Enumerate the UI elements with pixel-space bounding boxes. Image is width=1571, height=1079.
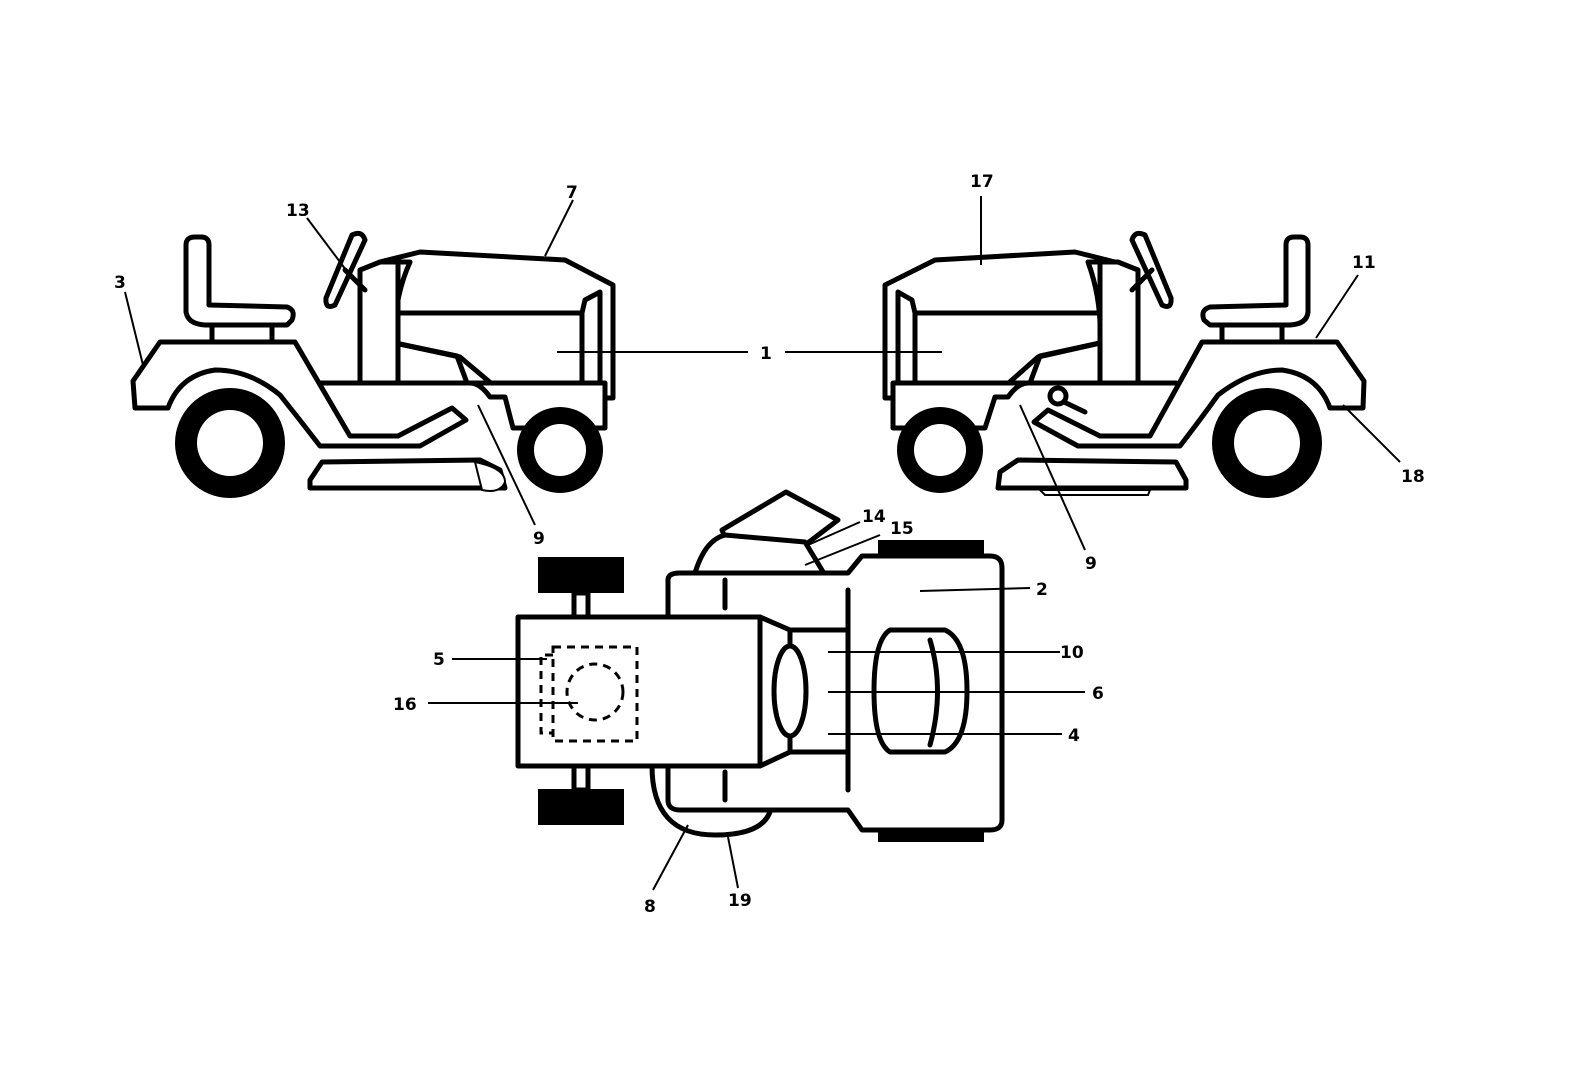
leader-3	[124, 291, 144, 366]
mower-deck-right	[995, 457, 1189, 491]
leader-9-right	[1019, 404, 1086, 551]
tractor-left-side-view	[130, 230, 616, 498]
leader-lines	[124, 196, 1401, 891]
callout-3: 3	[114, 273, 126, 293]
callout-8: 8	[644, 897, 656, 917]
engine-outline-dashed	[551, 645, 639, 743]
leader-18	[1342, 404, 1401, 463]
callout-4: 4	[1068, 726, 1080, 746]
leader-15	[804, 534, 881, 566]
rear-tire-top-1	[878, 540, 984, 556]
seat-left	[183, 234, 296, 328]
deck-chute-left	[473, 460, 507, 492]
callout-17: 17	[970, 172, 994, 192]
front-axle-stub-1	[571, 590, 591, 620]
rear-fender-right	[1031, 339, 1367, 449]
leader-9-left	[477, 404, 536, 526]
rear-wheel-hub-right	[1234, 410, 1300, 476]
callout-6: 6	[1092, 684, 1104, 704]
callout-14: 14	[862, 507, 886, 527]
chute-body-top	[692, 532, 828, 578]
callout-7: 7	[566, 183, 578, 203]
front-axle-stub-2	[571, 763, 591, 793]
callout-9-right: 9	[1085, 554, 1097, 574]
callout-9-left: 9	[533, 529, 545, 549]
callout-19: 19	[728, 891, 752, 911]
leader-13	[306, 217, 347, 271]
steering-wheel-top	[771, 643, 809, 739]
rear-wheel-hub-left	[197, 410, 263, 476]
front-wheel-hub-left	[534, 424, 586, 476]
deck-chute-right	[1037, 489, 1152, 496]
steering-column-left	[342, 267, 368, 293]
callout-1: 1	[760, 344, 772, 364]
tractor-top-view	[515, 489, 1005, 842]
hood-left	[377, 249, 616, 401]
leader-7	[544, 199, 574, 257]
leader-19	[727, 836, 739, 889]
callout-labels: 1 2 3 4 5 6 7 8 9 9 10 11 13 14 15 16 17…	[114, 172, 1425, 917]
callout-15: 15	[890, 519, 914, 539]
callout-10: 10	[1060, 643, 1084, 663]
dash-left	[357, 259, 401, 386]
front-tire-top-1	[538, 557, 624, 593]
seat-right	[1200, 234, 1311, 328]
front-wheel-hub-right	[914, 424, 966, 476]
callout-11: 11	[1352, 253, 1376, 273]
engine-side-dashed	[539, 653, 553, 735]
dash-right	[1097, 259, 1141, 386]
callout-13: 13	[286, 201, 310, 221]
rear-fender-left	[130, 339, 469, 449]
tractor-right-side-view	[882, 230, 1367, 498]
callout-5: 5	[433, 650, 445, 670]
callout-16: 16	[393, 695, 417, 715]
mower-deck-left	[307, 457, 508, 491]
callout-18: 18	[1401, 467, 1425, 487]
leader-8	[652, 824, 689, 891]
hood-right	[882, 249, 1118, 401]
steering-column-right	[1129, 267, 1155, 293]
engine-flywheel-dashed	[565, 662, 625, 722]
front-tire-top-2	[538, 789, 624, 825]
lever-right	[1061, 399, 1088, 415]
callout-2: 2	[1036, 580, 1048, 600]
leader-2	[919, 587, 1031, 592]
leader-11	[1315, 274, 1359, 339]
lever-knob-right	[1047, 385, 1069, 407]
leader-14	[807, 521, 861, 546]
